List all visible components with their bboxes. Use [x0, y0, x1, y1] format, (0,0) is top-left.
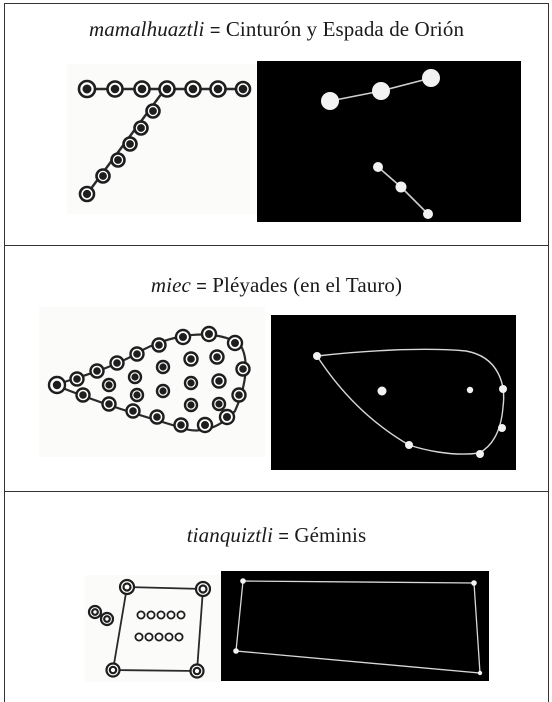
- constellation-table: mamalhuaztli = Cinturón y Espada de Orió…: [4, 3, 549, 702]
- equals-sign: =: [196, 276, 207, 296]
- constellation-name: Géminis: [294, 523, 367, 547]
- constellation-name: Cinturón y Espada de Orión: [225, 17, 465, 41]
- star-map-pleiades: [271, 315, 516, 470]
- row-pleiades: miec = Pléyades (en el Tauro): [5, 245, 548, 492]
- codex-glyph-pleiades: [39, 307, 265, 457]
- caption-orion: mamalhuaztli = Cinturón y Espada de Orió…: [5, 17, 548, 42]
- row-gemini: tianquiztli = Géminis: [5, 491, 548, 702]
- caption-gemini: tianquiztli = Géminis: [5, 523, 548, 548]
- codex-glyph-gemini: [85, 575, 221, 682]
- star-map-gemini: [221, 571, 489, 681]
- equals-sign: =: [209, 20, 221, 40]
- constellation-name: Pléyades (en el Tauro): [212, 273, 403, 297]
- star-map-orion: [257, 61, 521, 222]
- equals-sign: =: [278, 526, 290, 546]
- caption-pleiades: miec = Pléyades (en el Tauro): [5, 273, 548, 298]
- nahuatl-term: mamalhuaztli: [88, 17, 205, 41]
- nahuatl-term: miec: [150, 273, 191, 297]
- codex-glyph-orion: [67, 64, 257, 214]
- nahuatl-term: tianquiztli: [186, 523, 274, 547]
- row-orion: mamalhuaztli = Cinturón y Espada de Orió…: [5, 4, 548, 246]
